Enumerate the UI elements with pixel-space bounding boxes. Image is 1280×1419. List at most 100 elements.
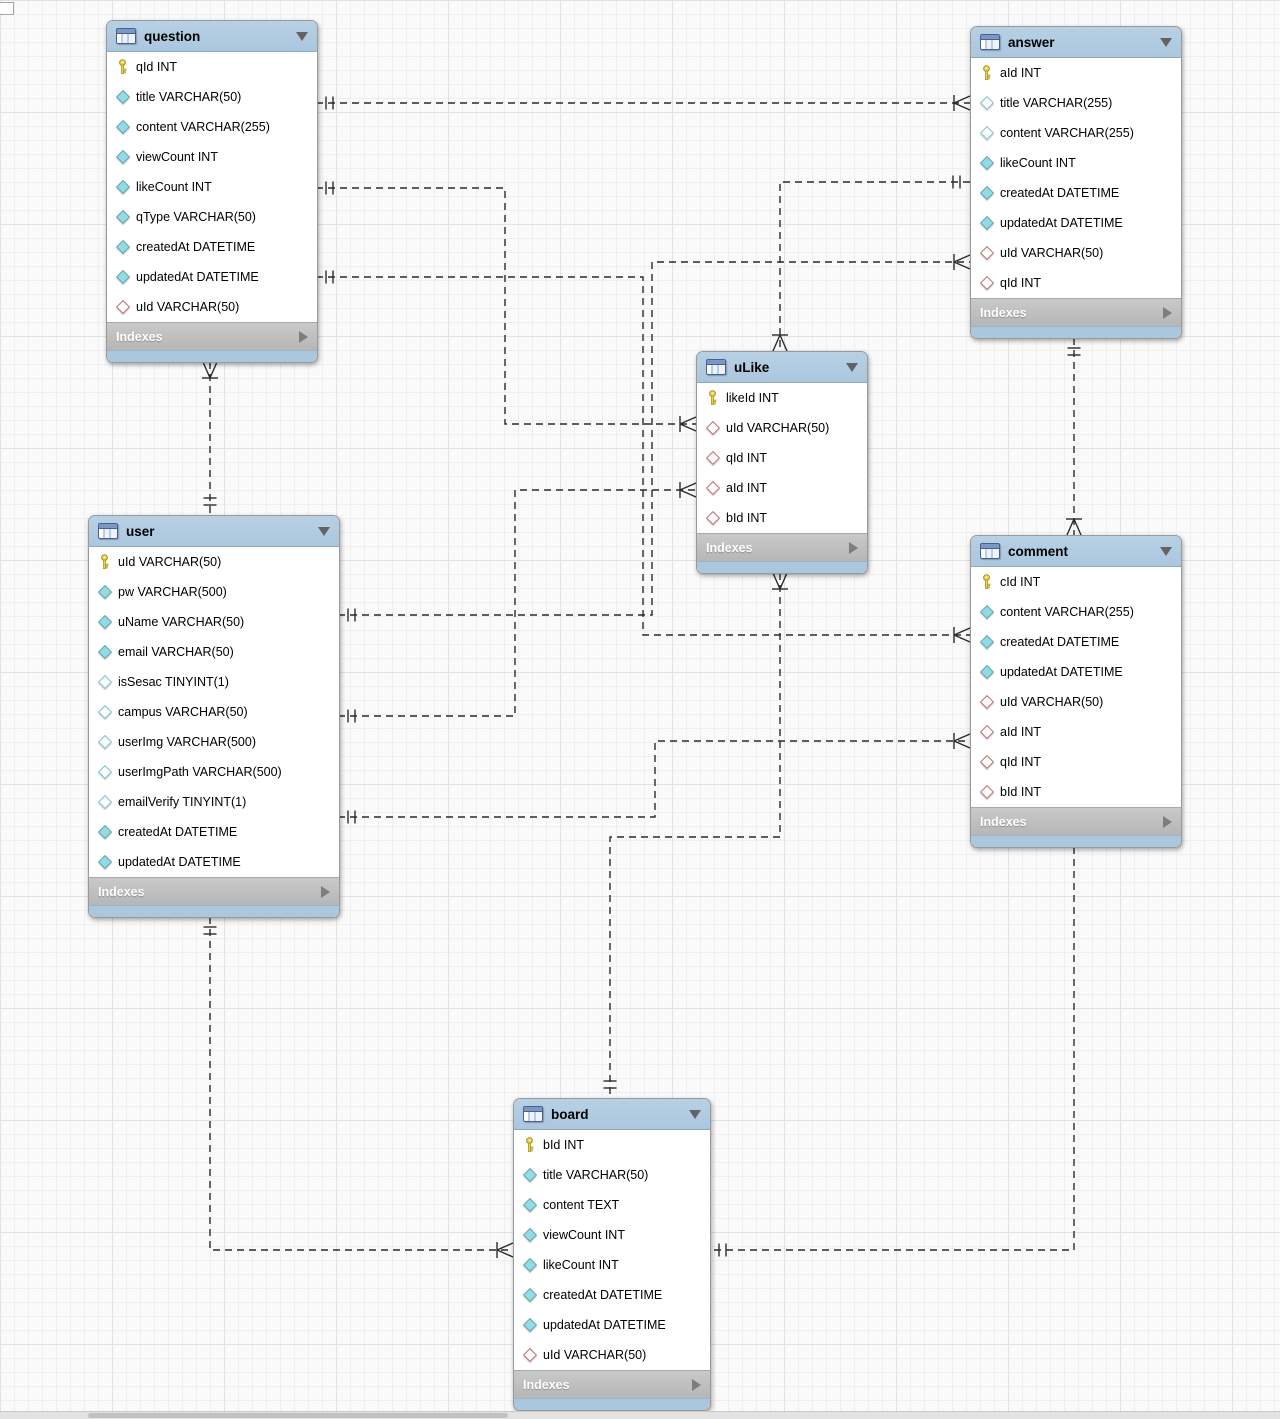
column-row[interactable]: uId VARCHAR(50) [697,413,867,443]
column-row[interactable]: updatedAt DATETIME [107,262,317,292]
relationship-answer-ulike[interactable] [779,181,970,351]
column-row[interactable]: uId VARCHAR(50) [971,687,1181,717]
cardinality-marker [202,361,211,379]
collapse-arrow-icon[interactable] [318,526,330,536]
column-row[interactable]: aId INT [697,473,867,503]
table-header[interactable]: comment [971,536,1181,567]
column-row[interactable]: uId VARCHAR(50) [107,292,317,322]
relationship-question-comment[interactable] [316,276,970,636]
expand-indexes-icon[interactable] [321,885,330,898]
expand-indexes-icon[interactable] [692,1378,701,1391]
column-icon [115,239,131,255]
table-header[interactable]: user [89,516,339,547]
scrollbar-thumb[interactable] [88,1413,508,1418]
column-row[interactable]: campus VARCHAR(50) [89,697,339,727]
column-row[interactable]: createdAt DATETIME [107,232,317,262]
column-row[interactable]: likeId INT [697,383,867,413]
column-row[interactable]: isSesac TINYINT(1) [89,667,339,697]
table-user[interactable]: user uId VARCHAR(50) pw VARCHAR(500) uName … [88,515,340,918]
column-label: qId INT [1000,755,1041,769]
column-row[interactable]: content VARCHAR(255) [971,118,1181,148]
collapse-arrow-icon[interactable] [689,1109,701,1119]
expand-indexes-icon[interactable] [1163,815,1172,828]
column-row[interactable]: createdAt DATETIME [514,1280,710,1310]
column-row[interactable]: uId VARCHAR(50) [89,547,339,577]
column-row[interactable]: cId INT [971,567,1181,597]
column-row[interactable]: likeCount INT [107,172,317,202]
relationship-user-ulike[interactable] [338,489,696,717]
table-footer [697,561,867,573]
cardinality-marker [1066,518,1075,536]
indexes-row[interactable]: Indexes [971,807,1181,835]
indexes-row[interactable]: Indexes [107,322,317,350]
column-label: updatedAt DATETIME [1000,216,1123,230]
column-row[interactable]: updatedAt DATETIME [971,208,1181,238]
indexes-row[interactable]: Indexes [971,298,1181,326]
column-row[interactable]: uName VARCHAR(50) [89,607,339,637]
column-row[interactable]: qId INT [107,52,317,82]
column-row[interactable]: viewCount INT [514,1220,710,1250]
column-row[interactable]: content VARCHAR(255) [971,597,1181,627]
column-row[interactable]: content VARCHAR(255) [107,112,317,142]
collapse-arrow-icon[interactable] [1160,546,1172,556]
column-row[interactable]: title VARCHAR(50) [107,82,317,112]
column-row[interactable]: qId INT [971,747,1181,777]
relationship-question-ulike[interactable] [316,187,696,425]
relationship-user-answer[interactable] [338,261,970,616]
column-row[interactable]: userImg VARCHAR(500) [89,727,339,757]
column-row[interactable]: createdAt DATETIME [971,178,1181,208]
column-row[interactable]: title VARCHAR(50) [514,1160,710,1190]
foreign-key-icon [979,784,995,800]
relationship-board-ulike[interactable] [609,573,781,1098]
collapse-arrow-icon[interactable] [296,31,308,41]
column-row[interactable]: likeCount INT [971,148,1181,178]
column-row[interactable]: updatedAt DATETIME [971,657,1181,687]
column-row[interactable]: qType VARCHAR(50) [107,202,317,232]
table-title: user [126,523,155,539]
column-row[interactable]: bId INT [697,503,867,533]
column-row[interactable]: updatedAt DATETIME [514,1310,710,1340]
collapse-arrow-icon[interactable] [846,362,858,372]
column-row[interactable]: aId INT [971,717,1181,747]
column-row[interactable]: createdAt DATETIME [89,817,339,847]
table-header[interactable]: board [514,1099,710,1130]
column-row[interactable]: viewCount INT [107,142,317,172]
column-row[interactable]: title VARCHAR(255) [971,88,1181,118]
indexes-row[interactable]: Indexes [89,877,339,905]
column-row[interactable]: userImgPath VARCHAR(500) [89,757,339,787]
indexes-row[interactable]: Indexes [514,1370,710,1398]
column-row[interactable]: updatedAt DATETIME [89,847,339,877]
expand-indexes-icon[interactable] [299,330,308,343]
expand-indexes-icon[interactable] [1163,306,1172,319]
table-header[interactable]: answer [971,27,1181,58]
expand-indexes-icon[interactable] [849,541,858,554]
collapse-arrow-icon[interactable] [1160,37,1172,47]
column-row[interactable]: bId INT [514,1130,710,1160]
column-row[interactable]: email VARCHAR(50) [89,637,339,667]
relationship-user-comment[interactable] [338,740,970,818]
column-row[interactable]: emailVerify TINYINT(1) [89,787,339,817]
relationship-board-comment[interactable] [709,847,1075,1251]
column-row[interactable]: bId INT [971,777,1181,807]
column-row[interactable]: uId VARCHAR(50) [971,238,1181,268]
column-row[interactable]: qId INT [697,443,867,473]
relationship-user-board[interactable] [209,917,513,1251]
column-row[interactable]: content TEXT [514,1190,710,1220]
column-row[interactable]: pw VARCHAR(500) [89,577,339,607]
horizontal-scrollbar[interactable] [0,1411,1280,1419]
column-row[interactable]: aId INT [971,58,1181,88]
table-header[interactable]: uLike [697,352,867,383]
column-row[interactable]: likeCount INT [514,1250,710,1280]
cardinality-marker [953,740,971,749]
column-row[interactable]: uId VARCHAR(50) [514,1340,710,1370]
indexes-row[interactable]: Indexes [697,533,867,561]
table-header[interactable]: question [107,21,317,52]
column-row[interactable]: createdAt DATETIME [971,627,1181,657]
column-row[interactable]: qId INT [971,268,1181,298]
column-label: pw VARCHAR(500) [118,585,227,599]
